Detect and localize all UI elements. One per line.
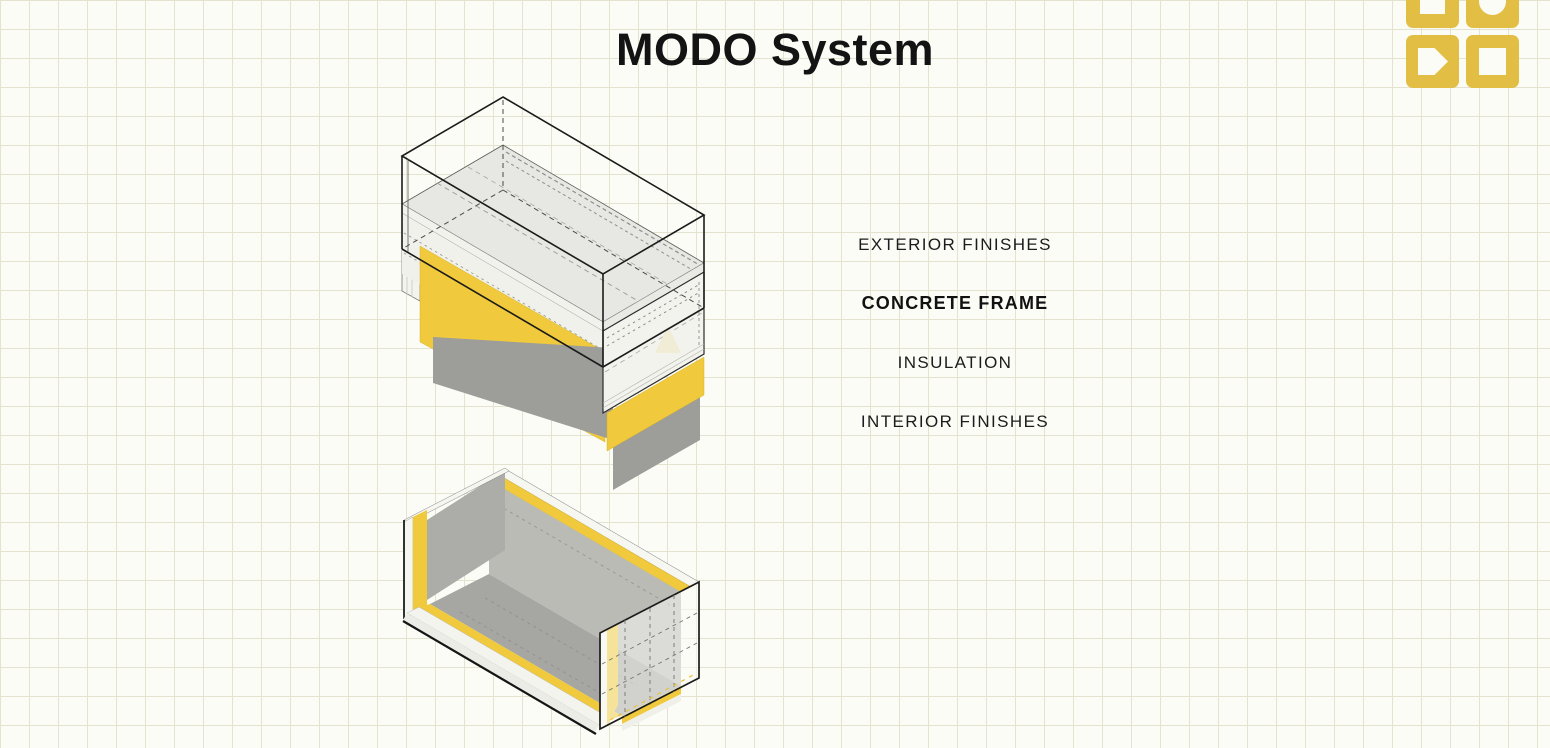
page-title: MODO System xyxy=(615,24,935,75)
label-concrete-frame: CONCRETE FRAME xyxy=(861,293,1049,313)
open-end-face xyxy=(599,580,700,731)
floor-slab xyxy=(402,574,681,735)
square-cutout-icon xyxy=(1420,0,1445,14)
logo-cell-pentagon-icon xyxy=(1406,35,1459,88)
label-exterior-finishes: EXTERIOR FINISHES xyxy=(858,235,1052,254)
label-interior-finishes: INTERIOR FINISHES xyxy=(860,412,1050,431)
logo-cell-square2-icon xyxy=(1466,35,1519,88)
label-insulation: INSULATION xyxy=(897,353,1013,372)
open-module-figure xyxy=(402,467,700,735)
ghost-triangle xyxy=(655,326,681,353)
interior-finish-panel-left xyxy=(433,337,613,440)
insulation-panel-right xyxy=(606,356,705,452)
back-end-wall xyxy=(403,467,510,620)
exterior-wireframe-shell xyxy=(400,96,706,368)
logo-cell-square-icon xyxy=(1406,0,1459,28)
pentagon-cutout-icon xyxy=(1418,48,1448,75)
layer-labels: EXTERIOR FINISHES CONCRETE FRAME INSULAT… xyxy=(760,0,1150,470)
logo-cell-circle-icon xyxy=(1466,0,1519,28)
square-cutout-icon xyxy=(1479,48,1506,75)
concrete-end-wall xyxy=(602,270,705,415)
hidden-edges xyxy=(401,100,705,309)
floor-insulation-edge xyxy=(419,604,622,719)
interior-finish-panel-right xyxy=(613,387,700,490)
exploded-module-figure xyxy=(400,96,706,490)
modo-logo xyxy=(1406,0,1519,88)
circle-cutout-icon xyxy=(1479,0,1506,15)
